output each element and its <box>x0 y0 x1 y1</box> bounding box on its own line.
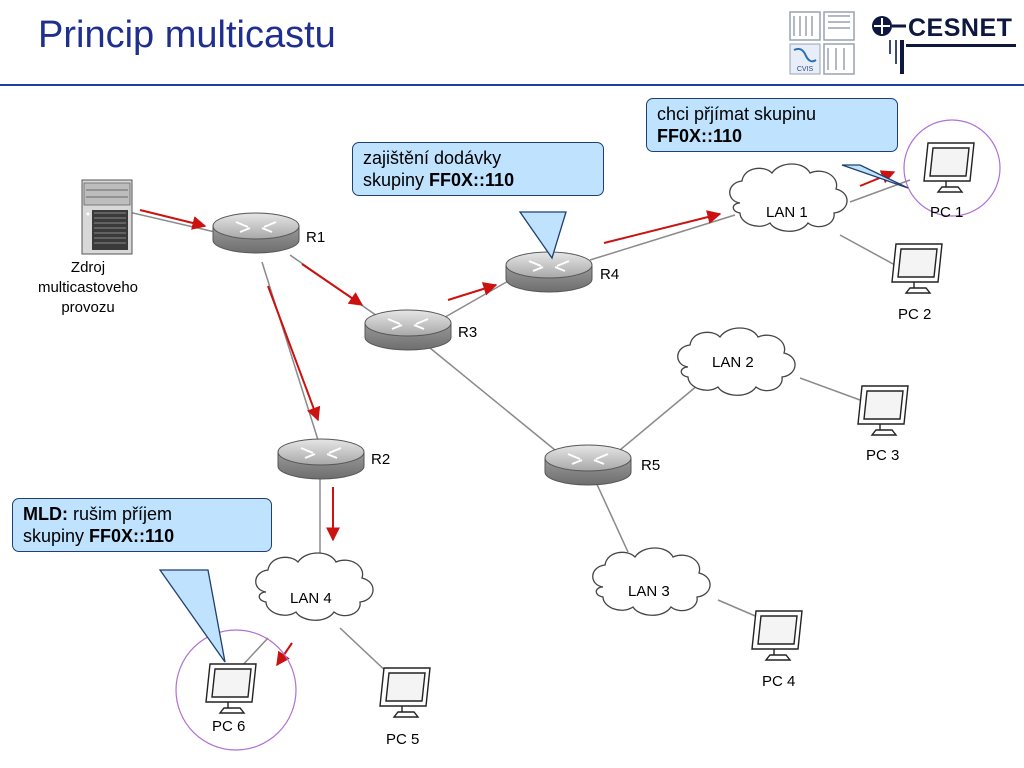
pc2-label: PC 2 <box>898 306 932 323</box>
network-links <box>119 179 911 676</box>
router-r5-icon <box>544 444 632 486</box>
pc3-monitor-icon <box>857 385 909 436</box>
server-icon <box>81 179 133 255</box>
r4-callout-line2-prefix: skupiny <box>363 170 430 190</box>
cesnet-logo: CESNET <box>866 10 1016 76</box>
pc6-callout-protocol: MLD: <box>23 504 68 524</box>
pc1-callout-line1: chci přjímat skupinu <box>657 104 817 124</box>
pc6-callout: MLD: rušim příjem skupiny FF0X::110 <box>12 498 272 552</box>
lan4-label: LAN 4 <box>290 590 332 607</box>
lan1-label: LAN 1 <box>766 204 808 221</box>
pc1-callout-group: FF0X::110 <box>657 126 743 146</box>
lan1-cloud-icon <box>729 163 848 232</box>
lan3-label: LAN 3 <box>628 583 670 600</box>
router-r3-icon <box>364 309 452 351</box>
r4-callout: zajištění dodávky skupiny FF0X::110 <box>352 142 604 196</box>
router-r5-label: R5 <box>641 457 661 474</box>
router-r1-label: R1 <box>306 229 326 246</box>
pc1-callout-line2: FF0X::110 <box>657 125 887 147</box>
lan2-cloud-icon <box>677 327 796 396</box>
r4-callout-line2: skupiny FF0X::110 <box>363 169 593 191</box>
pc6-monitor-icon <box>205 663 257 714</box>
pc6-highlight-circle <box>175 629 297 751</box>
pc6-label: PC 6 <box>212 718 246 735</box>
cvis-logo: CVIS <box>788 10 856 76</box>
router-r2-label: R2 <box>371 451 391 468</box>
pc1-callout-tail <box>841 164 909 189</box>
pc6-callout-line2-prefix: skupiny <box>23 526 90 546</box>
lan4-cloud-icon <box>255 552 374 621</box>
pc2-monitor-icon <box>891 243 943 294</box>
lan3-cloud-icon <box>592 547 711 616</box>
router-r4-icon <box>505 251 593 293</box>
pc6-callout-line1: MLD: rušim příjem <box>23 503 261 525</box>
page-title: Princip multicastu <box>38 14 336 56</box>
router-r1-icon <box>212 212 300 254</box>
pc4-monitor-icon <box>751 610 803 661</box>
pc3-label: PC 3 <box>866 447 900 464</box>
pc1-monitor-icon <box>923 142 975 193</box>
source-label: Zdroj multicastoveho provozu <box>28 258 148 318</box>
pc6-callout-line1-rest: rušim příjem <box>67 504 172 524</box>
r4-callout-line1: zajištění dodávky <box>363 148 502 168</box>
pc6-callout-group: FF0X::110 <box>89 526 175 546</box>
r4-callout-group: FF0X::110 <box>429 170 515 190</box>
source-label-line1: Zdroj <box>70 259 106 276</box>
pc1-highlight-circle <box>903 119 1001 217</box>
router-r2-icon <box>277 438 365 480</box>
pc4-label: PC 4 <box>762 673 796 690</box>
lan2-label: LAN 2 <box>712 354 754 371</box>
pc1-callout: chci přjímat skupinu FF0X::110 <box>646 98 898 152</box>
pc6-callout-tail <box>158 569 226 663</box>
source-label-line2: multicastoveho <box>37 279 139 296</box>
r4-callout-tail <box>518 211 567 260</box>
pc1-label: PC 1 <box>930 204 964 221</box>
pc5-monitor-icon <box>379 667 431 718</box>
router-r4-label: R4 <box>600 266 620 283</box>
pc5-label: PC 5 <box>386 731 420 748</box>
cesnet-logo-underline <box>906 44 1016 47</box>
pc6-callout-line2: skupiny FF0X::110 <box>23 525 261 547</box>
router-r3-label: R3 <box>458 324 478 341</box>
cvis-logo-text: CVIS <box>797 66 814 73</box>
title-divider <box>0 84 1024 86</box>
cesnet-logo-text: CESNET <box>908 14 1013 42</box>
source-label-line3: provozu <box>61 299 115 316</box>
